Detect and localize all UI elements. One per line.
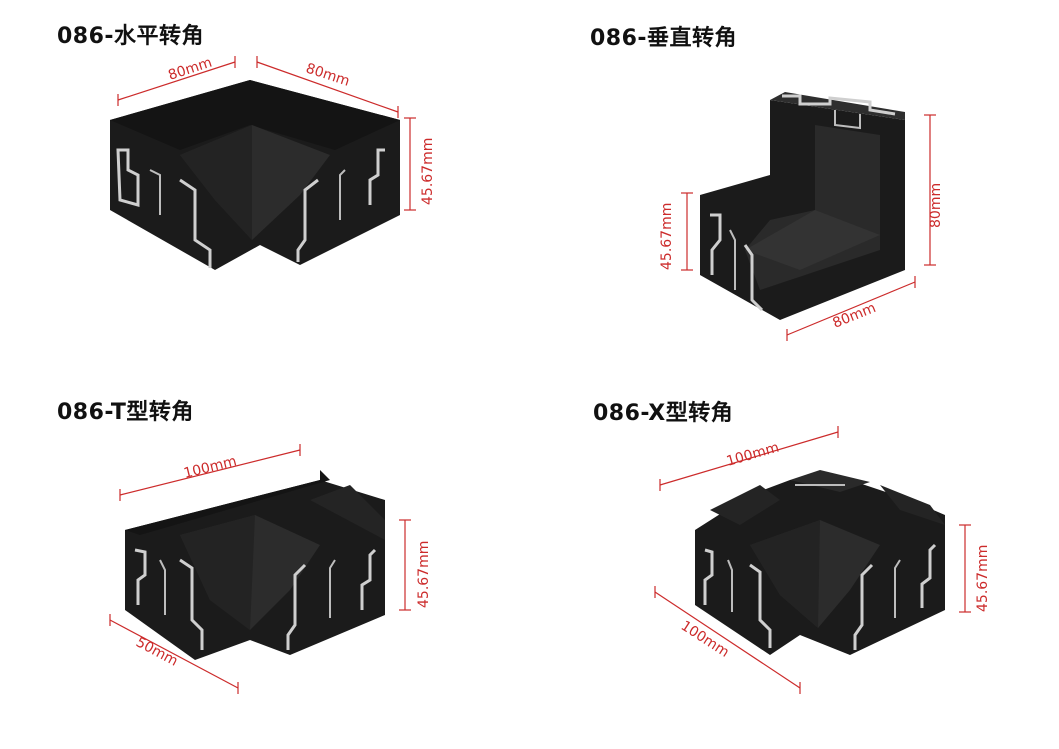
dimension-label: 45.67mm (416, 541, 432, 608)
x-corner-profile (695, 470, 945, 655)
dimension-label: 45.67mm (420, 138, 436, 205)
panel-title-t-corner: 086-T型转角 (57, 400, 194, 425)
dimension-label: 80mm (166, 55, 214, 84)
panel-title-horizontal-corner: 086-水平转角 (57, 24, 205, 49)
horizontal-corner-profile (110, 80, 400, 270)
dimension-label: 80mm (304, 61, 352, 90)
dimension-label: 80mm (928, 183, 944, 228)
t-corner-dimensions (109, 444, 411, 694)
dimension-label: 100mm (725, 440, 781, 470)
horizontal-corner-dimensions (117, 56, 416, 211)
dimension-label: 45.67mm (659, 203, 675, 270)
dimension-label: 100mm (182, 453, 238, 482)
dimension-label: 45.67mm (975, 545, 991, 612)
vertical-corner-profile (700, 92, 905, 320)
dimension-label: 80mm (831, 300, 879, 332)
t-corner-profile (125, 470, 385, 660)
vertical-corner-dimensions (681, 114, 936, 341)
panel-title-vertical-corner: 086-垂直转角 (590, 26, 738, 51)
x-corner-dimensions (654, 426, 971, 694)
panel-title-x-corner: 086-X型转角 (593, 401, 734, 426)
